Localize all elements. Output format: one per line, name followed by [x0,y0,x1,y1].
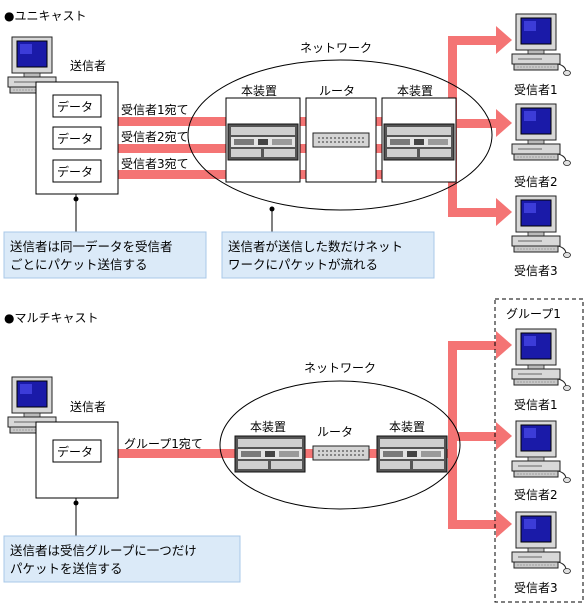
svg-text:データ: データ [57,164,93,179]
unicast-data-item: データ [52,126,102,150]
svg-text:ごとにパケット送信する: ごとにパケット送信する [10,257,148,272]
multicast-heading: ●マルチキャスト [4,311,98,325]
multicast-device-label: 本装置 [250,420,286,434]
multicast-network-ellipse [219,380,461,510]
router-icon [312,132,370,148]
unicast-dest-label: 受信者3宛て [121,156,189,171]
multicast-sender-note: 送信者は受信グループに一つだけ パケットを送信する [3,535,241,583]
multicast-network-label: ネットワーク [304,361,376,375]
receiver-pc-icon [511,103,571,166]
device-icon [234,435,306,473]
multicast-receiver-label: 受信者3 [514,581,558,595]
multicast-group-label: グループ1 [506,307,561,321]
multicast-receiver-label: 受信者2 [514,488,558,502]
unicast-receiver-label: 受信者2 [514,175,558,189]
multicast-router-label: ルータ [317,425,353,439]
unicast-network-ellipse [187,59,493,211]
unicast-data-item: データ [52,159,102,183]
device-icon [227,123,299,161]
unicast-dest-label: 受信者1宛て [121,102,189,117]
unicast-sender-label: 送信者 [70,58,106,73]
unicast-device-label: 本装置 [241,84,277,98]
multicast-data-item: データ [52,439,102,463]
multicast-group-box [494,298,584,603]
svg-text:送信者は同一データを受信者: 送信者は同一データを受信者 [10,239,173,254]
receiver-pc-icon [511,511,571,574]
device-icon [383,123,455,161]
svg-text:パケットを送信する: パケットを送信する [10,561,123,576]
device-icon [376,435,448,473]
multicast-sender-label: 送信者 [70,399,106,414]
svg-text:送信者は受信グループに一つだけ: 送信者は受信グループに一つだけ [10,543,197,558]
receiver-pc-icon [511,420,571,483]
receiver-pc-icon [511,13,571,76]
multicast-dest-label: グループ1宛て [124,436,203,451]
multicast-receiver-label: 受信者1 [514,398,558,412]
unicast-data-item: データ [52,94,102,118]
unicast-receiver-label: 受信者3 [514,264,558,278]
unicast-router-label: ルータ [319,84,355,98]
svg-text:データ: データ [57,444,93,459]
unicast-heading: ●ユニキャスト [4,9,86,23]
router-icon [312,445,370,461]
receiver-pc-icon [511,328,571,391]
unicast-device-label: 本装置 [397,84,433,98]
svg-text:データ: データ [57,99,93,114]
unicast-network-note: 送信者が送信した数だけネット ワークにパケットが流れる [221,231,435,279]
unicast-receiver-label: 受信者1 [514,83,558,97]
unicast-sender-note: 送信者は同一データを受信者 ごとにパケット送信する [3,231,207,279]
multicast-device-label: 本装置 [389,420,425,434]
unicast-network-label: ネットワーク [300,41,372,55]
svg-text:データ: データ [57,131,93,146]
receiver-pc-icon [511,195,571,258]
unicast-dest-label: 受信者2宛て [121,129,189,144]
svg-text:ワークにパケットが流れる: ワークにパケットが流れる [228,257,378,272]
svg-text:送信者が送信した数だけネット: 送信者が送信した数だけネット [228,239,403,254]
